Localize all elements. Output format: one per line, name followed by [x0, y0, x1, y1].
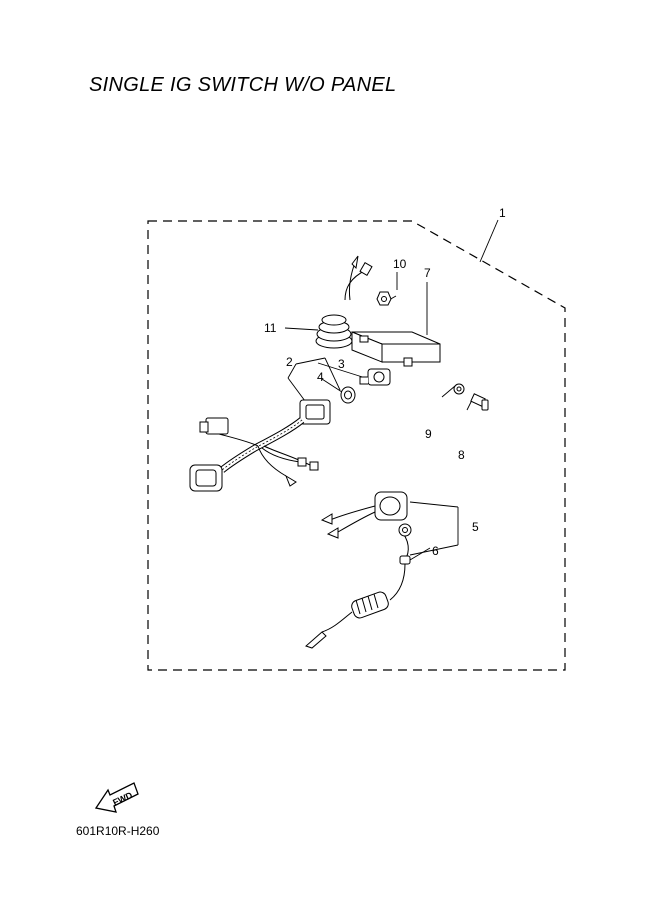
- callout-9: 9: [425, 427, 432, 441]
- grommet: [315, 314, 353, 349]
- nut: [376, 291, 392, 306]
- small-washer: [453, 383, 465, 395]
- washer: [340, 386, 356, 404]
- callout-5: 5: [472, 520, 479, 534]
- bolt: [470, 393, 489, 411]
- callout-1: 1: [499, 206, 506, 220]
- callout-7: 7: [424, 266, 431, 280]
- callout-4: 4: [317, 370, 324, 384]
- ignition-switch: [359, 368, 391, 386]
- callout-2: 2: [286, 355, 293, 369]
- fwd-arrow-icon: FWD: [94, 782, 139, 813]
- switch-bracket: [351, 331, 441, 367]
- callout-6: 6: [432, 544, 439, 558]
- lanyard: [305, 523, 412, 649]
- callout-11: 11: [264, 321, 277, 335]
- upper-wire-leads: [344, 255, 373, 301]
- callout-8: 8: [458, 448, 465, 462]
- callout-10: 10: [393, 257, 407, 271]
- assembly-boundary: [147, 220, 566, 671]
- stop-switch: [320, 491, 408, 539]
- diagram-title: SINGLE IG SWITCH W/O PANEL: [89, 74, 397, 96]
- diagram-code: 601R10R-H260: [76, 824, 160, 838]
- callout-3: 3: [338, 357, 345, 371]
- wiring-harness: [189, 399, 331, 492]
